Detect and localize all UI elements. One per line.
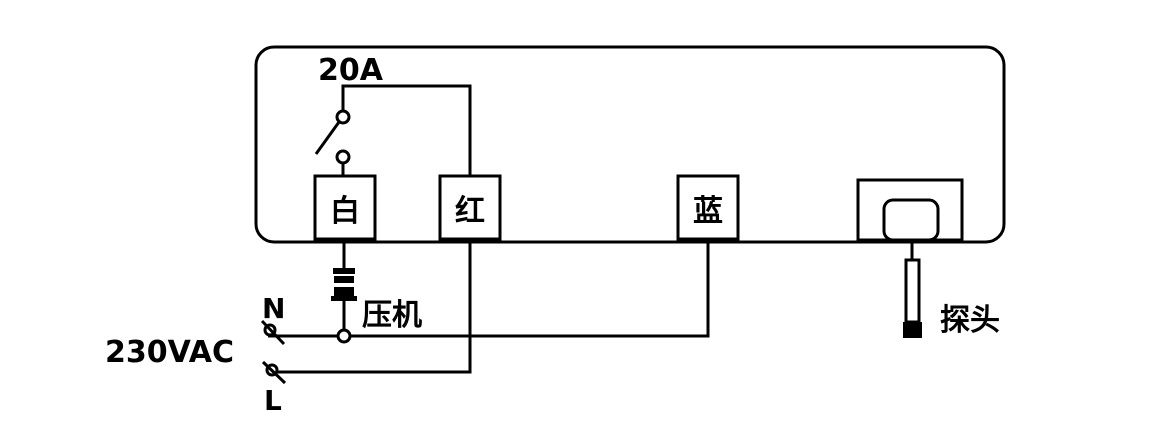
probe-icon bbox=[903, 240, 922, 338]
supply-voltage-label: 230VAC bbox=[105, 335, 234, 370]
terminal-white: 白 bbox=[313, 174, 377, 241]
neutral-terminal-icon bbox=[260, 319, 286, 346]
terminal-red: 红 bbox=[438, 174, 502, 241]
compressor-label: 压机 bbox=[362, 298, 422, 333]
terminal-blue-label: 蓝 bbox=[693, 194, 723, 229]
probe-label: 探头 bbox=[940, 303, 1000, 338]
relay-contact bbox=[314, 84, 472, 176]
terminal-blue: 蓝 bbox=[676, 174, 740, 241]
neutral-label: N bbox=[262, 292, 285, 325]
wires bbox=[268, 240, 710, 374]
controller-housing bbox=[254, 45, 1006, 244]
terminal-red-label: 红 bbox=[455, 194, 485, 229]
relay-rating-label: 20A bbox=[318, 53, 384, 88]
terminal-white-label: 白 bbox=[330, 194, 360, 229]
live-terminal-icon bbox=[261, 360, 287, 385]
compressor-icon bbox=[329, 268, 359, 344]
probe-connector bbox=[856, 178, 964, 242]
live-label: L bbox=[264, 384, 282, 417]
